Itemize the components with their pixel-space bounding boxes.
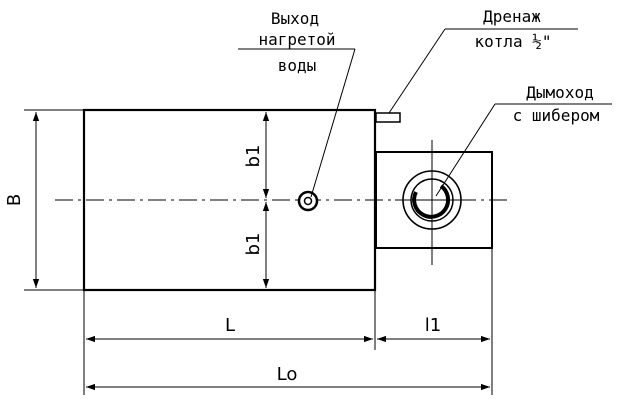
chimney-outlet (395, 140, 470, 265)
drain-pipe (375, 112, 401, 123)
leader-hot-water: Выход нагретой воды (238, 9, 356, 198)
label-hot-water-1: Выход (271, 9, 319, 28)
dim-label-b1-upper: b1 (243, 145, 264, 168)
dim-label-l: L (225, 315, 235, 336)
dimension-b1: b1 b1 (243, 112, 270, 288)
dimension-lo: Lo (86, 364, 490, 391)
label-chimney-1: Дымоход (526, 83, 593, 102)
dimension-b: B (4, 109, 84, 291)
dimension-l: L (86, 315, 373, 343)
label-hot-water-2: нагретой (258, 30, 335, 49)
dimension-l1: l1 (377, 315, 490, 343)
label-chimney-2: с шибером (513, 106, 600, 125)
label-hot-water-3: воды (278, 56, 317, 75)
flue-housing (375, 151, 493, 249)
dim-label-b1-lower: b1 (243, 233, 264, 256)
leader-drain: Дренаж котла ½" (388, 7, 578, 114)
dim-label-lo: Lo (277, 364, 298, 385)
hot-water-outlet (297, 190, 319, 212)
dim-label-b: B (4, 194, 25, 206)
label-drain-2: котла ½" (474, 32, 551, 51)
leader-chimney: Дымоход с шибером (435, 83, 612, 197)
dim-label-l1: l1 (425, 315, 441, 336)
label-drain-1: Дренаж (483, 7, 541, 26)
